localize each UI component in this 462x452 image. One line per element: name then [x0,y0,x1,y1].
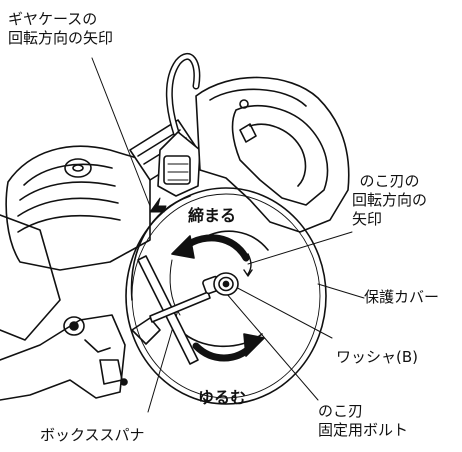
gear-case-arrow-icon [149,197,167,213]
saw-base [0,214,161,401]
label-blade-bolt: のこ刃 固定用ボルト [318,402,409,439]
tighten-arrow-icon [171,234,250,262]
label-box-spanner: ボックススパナ [40,426,145,444]
label-washer: ワッシャ(B) [336,348,418,366]
label-loosen: ゆるむ [198,388,247,407]
washer-bolt [213,272,239,296]
loosen-arrow-icon [192,333,265,362]
label-tighten: 締まる [188,206,237,225]
work-light-arm [157,53,201,197]
box-spanner [137,255,222,365]
upper-guard-handle [195,76,350,233]
label-guard: 保護カバー [364,288,440,306]
blade-direction-arrow-icon [243,253,253,277]
label-gear-case-arrow: ギヤケースの 回転方向の矢印 [8,10,114,47]
label-blade-rotation-arrow: のこ刃の 回転方向の 矢印 [352,172,428,228]
blade-guard [125,187,327,405]
